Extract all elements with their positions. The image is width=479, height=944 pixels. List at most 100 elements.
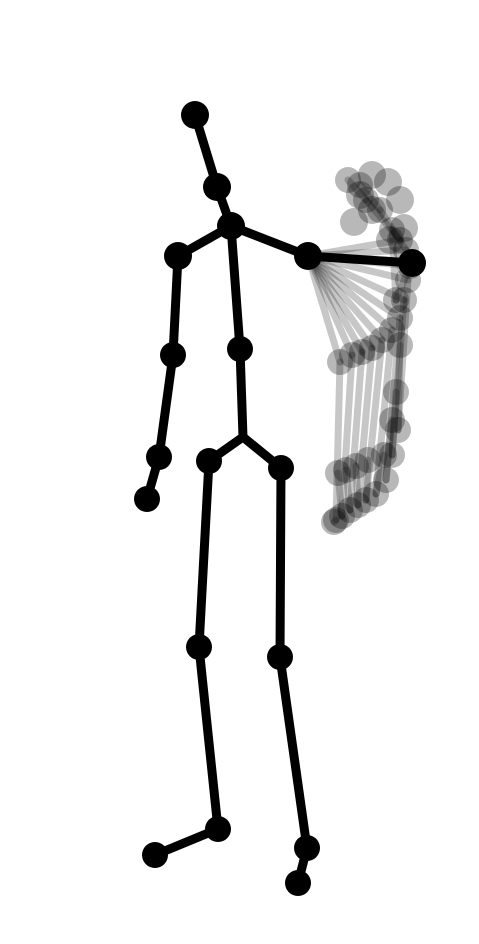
left-forearm-bone (154, 350, 178, 462)
arm-motion-trail (304, 161, 423, 535)
ghost-arm-bone (344, 176, 370, 204)
left-knee-joint (186, 634, 212, 660)
ghost-arm-joint (383, 379, 409, 405)
ghost-arm-joint (358, 161, 386, 189)
ghost-arm-joint (340, 208, 368, 236)
ghost-arm-joint (373, 467, 399, 493)
left-thigh-bone (194, 456, 214, 652)
lower-spine-bone (235, 344, 248, 442)
ghost-arm-joint (335, 167, 361, 193)
ghost-arm-joint (379, 407, 405, 433)
left-ankle-joint (205, 816, 231, 842)
mid-spine-bone (226, 221, 245, 354)
ghost-arm-bone (330, 516, 340, 526)
right-shin-bone (275, 652, 312, 853)
ghost-arm-bone (352, 462, 362, 509)
right-hip-joint (268, 455, 294, 481)
ghost-arm-bone (388, 388, 400, 459)
ghost-arm-joint (346, 181, 374, 209)
ghost-arm-bone (304, 252, 344, 366)
skeleton-body (134, 101, 322, 896)
right-ankle-joint (294, 835, 320, 861)
ghost-arm-joint (355, 447, 381, 473)
ghost-arm-bone (394, 341, 404, 434)
ghost-arm-bone (394, 276, 412, 434)
right-foot-joint (285, 870, 311, 896)
ghost-arm-bone (354, 344, 376, 509)
right-knee-joint (267, 644, 293, 670)
ghost-arm-joint (345, 492, 371, 518)
ghost-arm-bone (304, 252, 366, 356)
left-shin-bone (194, 642, 223, 834)
ghost-arm-joint (385, 417, 411, 443)
ghost-arm-bone (334, 469, 346, 520)
ghost-arm-bone (376, 206, 410, 254)
ghost-arm-joint (343, 453, 369, 479)
ghost-arm-bone (304, 252, 356, 359)
head-joint (181, 101, 209, 129)
ghost-arm-bone (356, 181, 384, 214)
ghost-arm-bone (304, 252, 396, 334)
ghost-arm-joint (363, 481, 389, 507)
ghost-arm-joint (387, 305, 413, 331)
right-elbow-joint (398, 249, 426, 277)
left-upper-arm-bone (168, 251, 183, 360)
ghost-arm-bone (304, 252, 386, 344)
ghost-arm-joint (379, 317, 405, 343)
ghost-arm-bone (304, 252, 376, 352)
ghost-arm-joint (379, 442, 405, 468)
neck-joint (203, 173, 231, 201)
left-elbow-joint (160, 342, 186, 368)
ghost-arm-joint (379, 217, 405, 243)
ghost-arm-bone (346, 348, 366, 514)
ghost-arm-bone (362, 196, 404, 244)
right-upper-arm-bone (303, 251, 417, 268)
ghost-arm-bone (382, 314, 404, 484)
ghost-arm-joint (329, 503, 355, 529)
ghost-arm-joint (337, 497, 363, 523)
spine-shoulder-joint (217, 212, 245, 240)
ghost-arm-joint (347, 172, 373, 198)
ghost-arm-joint (323, 507, 349, 533)
right-thigh-bone (275, 463, 286, 662)
ghost-arm-joint (374, 168, 402, 196)
ghost-arm-joint (321, 509, 347, 535)
ghost-arm-bone (362, 456, 372, 504)
ghost-arm-joint (386, 186, 414, 214)
ghost-arm-joint (369, 327, 395, 353)
ghost-arm-bone (382, 416, 396, 484)
ghost-arm-joint (367, 197, 393, 223)
left-hip-joint (196, 448, 222, 474)
left-hand-joint (134, 486, 160, 512)
ghost-arm-bone (372, 451, 388, 498)
ghost-arm-joint (391, 287, 417, 313)
ghost-arm-joint (359, 335, 385, 361)
ghost-arm-joint (387, 227, 413, 253)
right-arm-current-frame (303, 249, 426, 277)
ghost-arm-joint (339, 342, 365, 368)
ghost-arm-joint (349, 339, 375, 365)
ghost-arm-joint (390, 214, 418, 242)
ghost-arm-bone (342, 466, 354, 514)
ghost-arm-joint (358, 196, 386, 224)
ghost-arm-bone (338, 351, 356, 520)
ghost-arm-joint (371, 442, 397, 468)
spine-mid-joint (227, 336, 253, 362)
ghost-arm-joint (353, 187, 379, 213)
ghost-arm-bone (362, 336, 386, 504)
ghost-arm-bone (304, 252, 408, 304)
ghost-arm-bone (304, 252, 404, 322)
ghost-arm-bone (372, 326, 396, 498)
ghost-arm-joint (383, 287, 409, 313)
ghost-arm-joint (327, 349, 353, 375)
ghost-arm-joint (353, 487, 379, 513)
ghost-arm-joint (376, 226, 404, 254)
ghost-arm-joint (325, 460, 351, 486)
left-shoulder-joint (164, 242, 192, 270)
ghost-arm-joint (387, 332, 413, 358)
left-foot-joint (142, 842, 168, 868)
ghost-arm-bone (332, 358, 344, 524)
ghost-arm-joint (333, 457, 359, 483)
ghost-arm-bone (388, 296, 408, 459)
